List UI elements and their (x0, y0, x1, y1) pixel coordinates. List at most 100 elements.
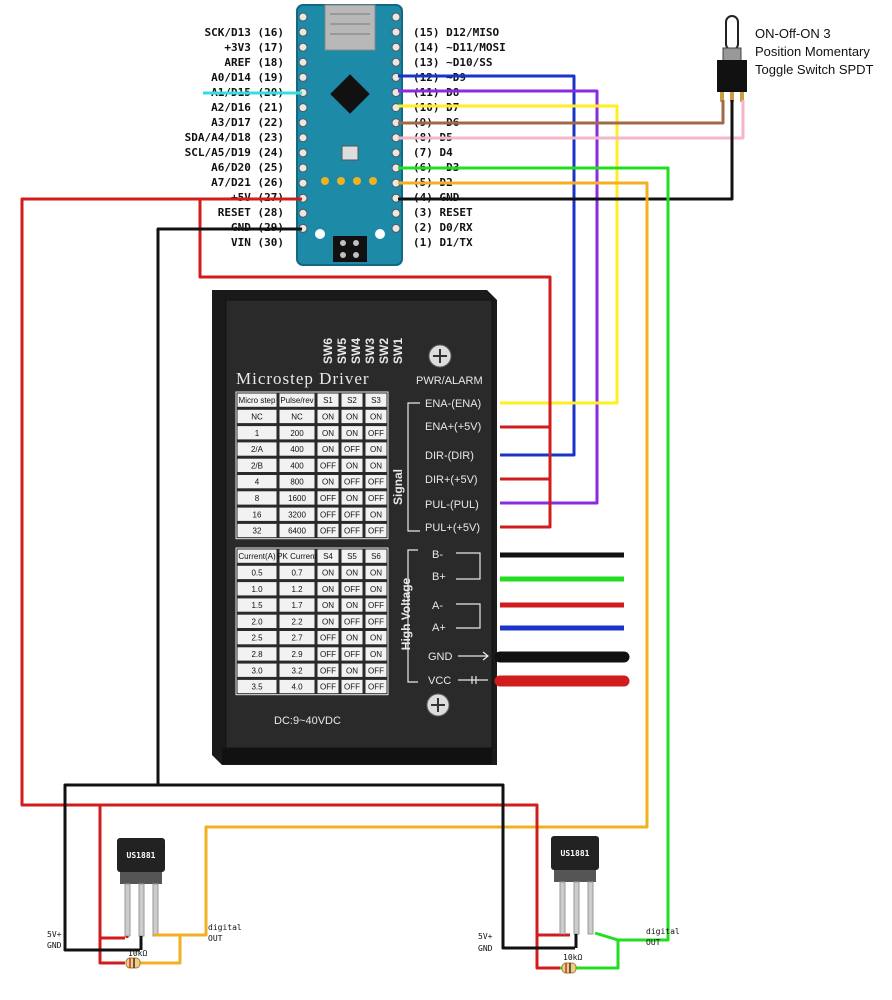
table-cell (341, 679, 363, 694)
table-cell-text: 200 (290, 429, 304, 438)
pwr-alarm-label: PWR/ALARM (416, 375, 483, 387)
table-cell (279, 582, 315, 596)
table-cell (237, 458, 277, 472)
dc-rating-label: DC:9~40VDC (274, 715, 341, 727)
pin-label: SDA/A4/D18 (23) (185, 131, 284, 144)
table-cell-text: ON (346, 494, 358, 503)
table-cell-text: 2.2 (291, 617, 303, 626)
table-cell (279, 614, 315, 628)
wire-d2-sensor (140, 181, 649, 965)
table-cell (279, 631, 315, 645)
sensor-gnd-label: GND (47, 941, 62, 950)
table-cell-text: 16 (253, 510, 262, 519)
table-cell-text: ON (322, 445, 334, 454)
table-cell-text: OFF (344, 478, 360, 487)
wire-d5-switch (398, 100, 745, 140)
table-cell-text: 1.0 (251, 585, 263, 594)
table-cell-text: ON (346, 568, 358, 577)
reset-button (341, 145, 359, 161)
table-cell (237, 647, 277, 661)
header-pin (391, 57, 401, 67)
arduino-nano (296, 4, 403, 266)
table-cell (365, 426, 387, 440)
table-cell-text: 2.9 (291, 650, 303, 659)
table-cell (279, 409, 315, 424)
table-cell (237, 442, 277, 456)
table-cell (365, 475, 387, 489)
pin-label: +3V3 (17) (224, 41, 284, 54)
table-cell-text: ON (370, 412, 382, 421)
table-cell (237, 491, 277, 505)
table-cell-text: 6400 (288, 527, 306, 536)
sw-label: SW3 (363, 338, 377, 364)
table-cell (279, 426, 315, 440)
table-cell-text: OFF (320, 666, 336, 675)
table-cell-text: ON (346, 429, 358, 438)
terminal-a-minus: A- (432, 600, 443, 612)
table-cell (365, 663, 387, 677)
table-cell-text: 3.5 (251, 683, 263, 692)
table-cell-text: ON (322, 585, 334, 594)
table-cell-text: ON (322, 617, 334, 626)
header-pin (298, 208, 308, 218)
sensor-out-label: digital (208, 923, 242, 932)
table-cell (341, 458, 363, 472)
pin-label: SCK/D13 (16) (205, 26, 284, 39)
header-pin (391, 148, 401, 158)
header-pin (298, 42, 308, 52)
table-cell (341, 475, 363, 489)
table-cell-text: NC (251, 412, 263, 421)
sensor-vcc-label: 5V+ (47, 930, 62, 939)
sw-label: SW4 (349, 338, 363, 364)
table-cell-text: ON (370, 510, 382, 519)
pin-label: (1) D1/TX (413, 236, 473, 249)
resistor-icon (125, 957, 141, 969)
resistor-label: 10kΩ (563, 953, 582, 962)
table-cell (365, 549, 387, 563)
hall-sensor-right: US1881 5V+ GND digital OUT 10kΩ (478, 836, 680, 974)
table-cell-text: 1600 (288, 494, 306, 503)
table-cell (317, 523, 339, 538)
pin-label: A3/D17 (22) (211, 116, 284, 129)
table-cell (365, 507, 387, 521)
pin-label: (3) RESET (413, 206, 473, 219)
sensor-chip-label: US1881 (127, 851, 156, 860)
sensor-chip (117, 838, 165, 872)
table-cell (365, 598, 387, 612)
table-cell-text: OFF (320, 683, 336, 692)
table-cell-text: 400 (290, 461, 304, 470)
wire-5v-driver (198, 199, 552, 529)
table-cell-text: OFF (320, 650, 336, 659)
pin-label: SCL/A5/D19 (24) (185, 146, 284, 159)
table-cell-text: ON (370, 634, 382, 643)
table-cell (279, 507, 315, 521)
table-cell (341, 647, 363, 661)
table-cell-text: ON (322, 568, 334, 577)
terminal-dir-minus: DIR-(DIR) (425, 450, 474, 462)
wire-gnd-right-sensor (65, 783, 575, 950)
table-cell (317, 631, 339, 645)
table-header-cell: S4 (323, 552, 333, 561)
table-cell (279, 565, 315, 580)
resistor-icon (561, 962, 577, 974)
table-cell (365, 458, 387, 472)
table-cell (341, 663, 363, 677)
table-cell (341, 442, 363, 456)
wire-5v-left-res (98, 938, 125, 965)
table-cell (237, 507, 277, 521)
table-cell (341, 582, 363, 596)
table-cell-text: 2.8 (251, 650, 263, 659)
table-cell-text: ON (346, 601, 358, 610)
table-cell-text: ON (322, 478, 334, 487)
table-cell (341, 507, 363, 521)
pin-label: AREF (18) (224, 56, 284, 69)
table-cell (317, 647, 339, 661)
switch-lever (725, 15, 739, 51)
table-cell (341, 523, 363, 538)
table-header-cell: S3 (371, 396, 381, 405)
pin-label: A7/D21 (26) (211, 176, 284, 189)
table-header-cell: S5 (347, 552, 357, 561)
usb-connector (324, 4, 376, 51)
